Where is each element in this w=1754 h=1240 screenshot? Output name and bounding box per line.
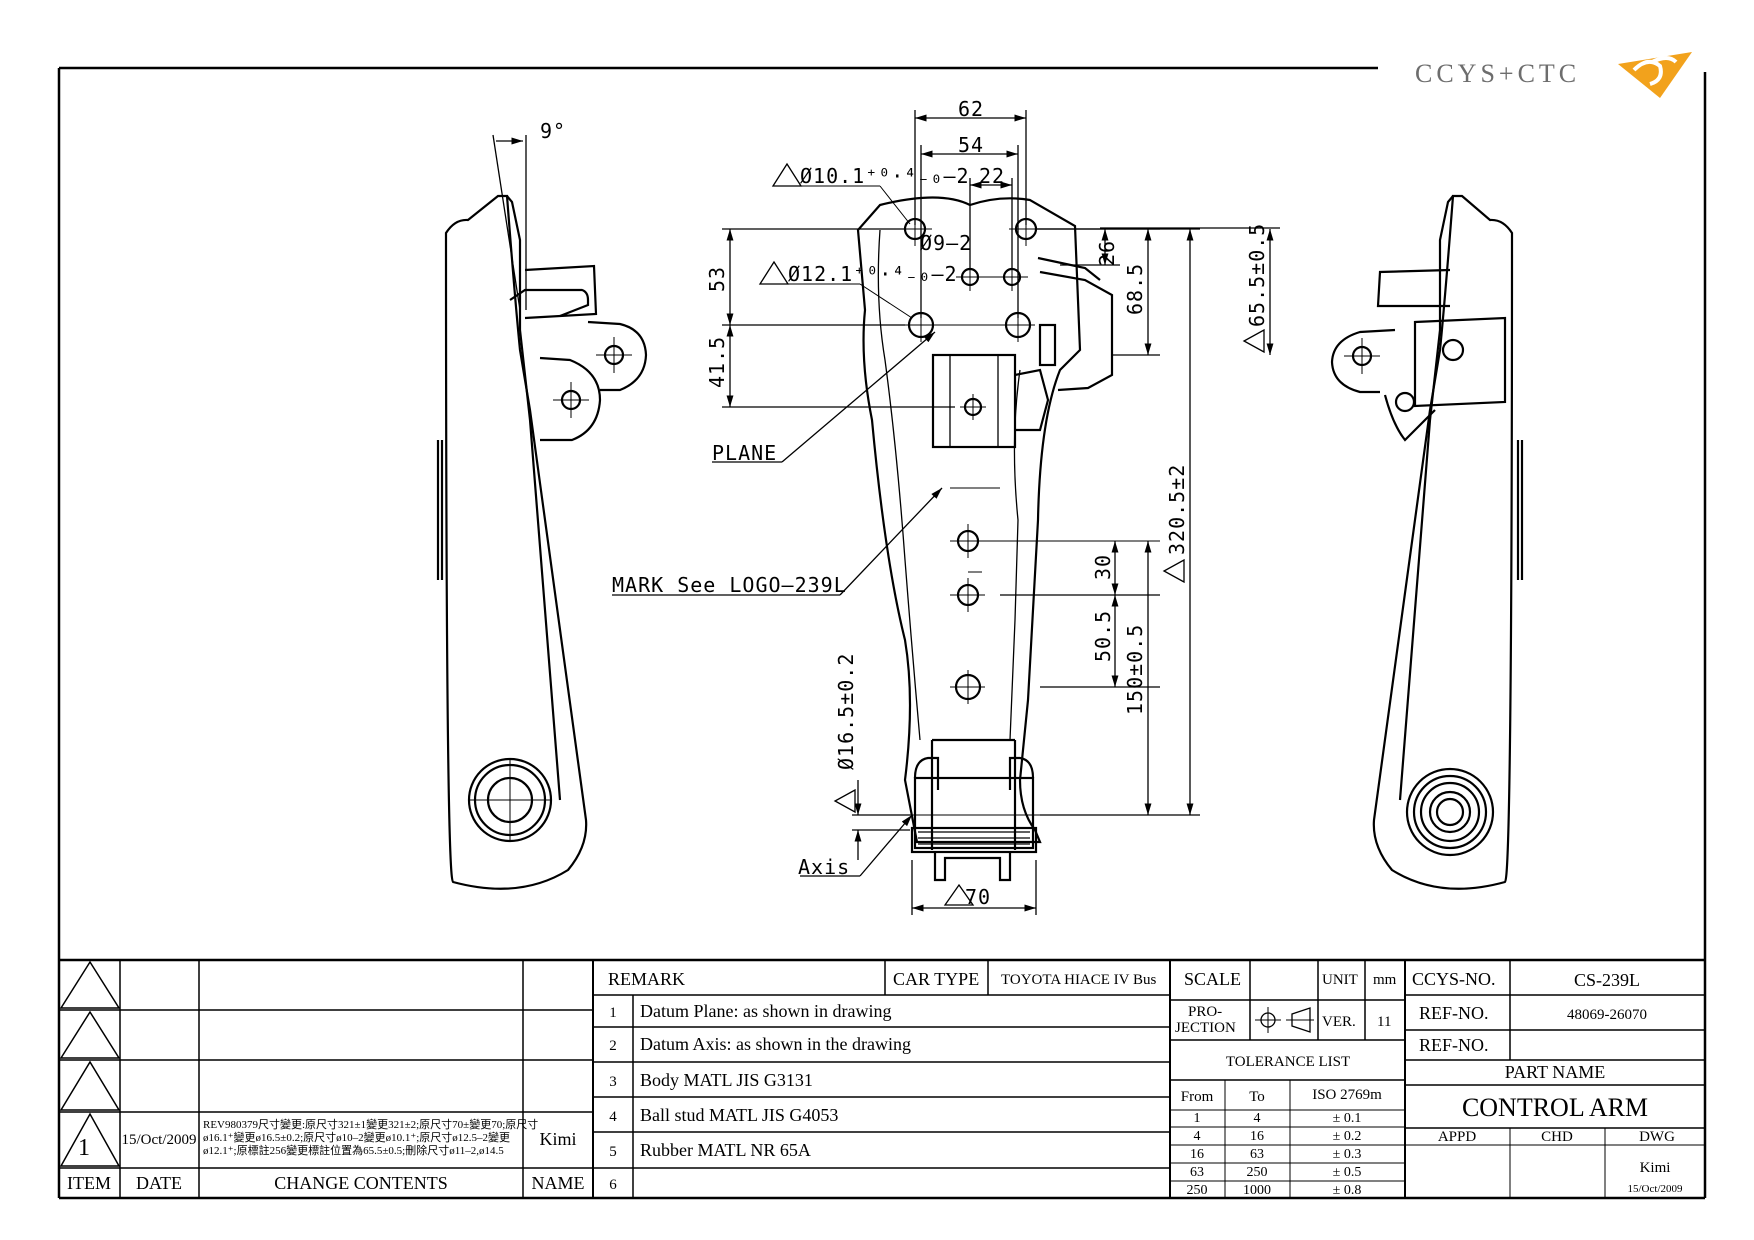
dwg-date: 15/Oct/2009 <box>1628 1183 1683 1195</box>
tol-from-5: 250 <box>1187 1183 1208 1198</box>
tol-from-1: 1 <box>1194 1111 1201 1126</box>
tol-to-5: 1000 <box>1243 1183 1271 1198</box>
projection-symbol-icon <box>1255 1007 1314 1033</box>
tol-val-5: ± 0.8 <box>1333 1183 1362 1198</box>
car-type-value: TOYOTA HIACE IV Bus <box>1001 972 1156 988</box>
dim-50-5: 50.5 <box>1091 610 1115 662</box>
tol-header-from: From <box>1181 1089 1214 1105</box>
dim-150: 150±0.5 <box>1123 624 1147 715</box>
tolerance-table: From To ISO 2769m 1 4 ± 0.1 4 16 ± 0.2 1… <box>1181 1087 1382 1198</box>
dim-30: 30 <box>1091 554 1115 580</box>
remark-text-3: Body MATL JIS G3131 <box>640 1070 813 1090</box>
ccys-no-label: CCYS-NO. <box>1412 969 1496 989</box>
company-logo: CCYS+CTC <box>1415 52 1692 98</box>
remark-text-2: Datum Axis: as shown in the drawing <box>640 1034 911 1054</box>
part-name-value: CONTROL ARM <box>1462 1093 1648 1122</box>
dim-53: 53 <box>705 266 729 292</box>
dim-62: 62 <box>958 97 984 121</box>
label-axis: Axis <box>798 855 850 879</box>
dim-320-5: 320.5±2 <box>1165 464 1189 555</box>
appd-label: APPD <box>1438 1129 1477 1145</box>
remark-list: 1 Datum Plane: as shown in drawing 2 Dat… <box>609 1001 911 1193</box>
header-contents: CHANGE CONTENTS <box>274 1173 448 1193</box>
tol-header-to: To <box>1249 1089 1265 1105</box>
projection-label-1: PRO- <box>1188 1004 1222 1020</box>
dim-22: 22 <box>979 164 1005 188</box>
tol-val-3: ± 0.3 <box>1333 1147 1362 1162</box>
car-type-label: CAR TYPE <box>893 969 979 989</box>
remark-text-5: Rubber MATL NR 65A <box>640 1140 811 1160</box>
angle-9-label: 9° <box>540 119 566 143</box>
remark-num-6: 6 <box>609 1177 617 1193</box>
tol-val-2: ± 0.2 <box>1333 1129 1362 1144</box>
header-item: ITEM <box>67 1173 111 1193</box>
ref-no-label: REF-NO. <box>1419 1003 1489 1023</box>
dwg-label: DWG <box>1639 1129 1675 1145</box>
header-name: NAME <box>532 1173 585 1193</box>
rev-contents-line-1: REV980379尺寸變更:原尺寸321±1變更321±2;原尺寸70±變更70… <box>203 1117 538 1131</box>
logo-text: CCYS+CTC <box>1415 59 1580 88</box>
dim-54: 54 <box>958 133 984 157</box>
dim-65-5: 65.5±0.5 <box>1245 223 1269 327</box>
ccys-no-value: CS-239L <box>1574 970 1640 990</box>
remark-text-4: Ball stud MATL JIS G4053 <box>640 1105 838 1125</box>
rev-name: Kimi <box>539 1129 576 1149</box>
title-block-grid <box>58 958 1705 1198</box>
callout-hole-12: Ø12.1⁺⁰·⁴₋₀–2 <box>788 262 958 286</box>
unit-value: mm <box>1373 972 1397 988</box>
part-name-label: PART NAME <box>1505 1062 1605 1082</box>
remark-num-1: 1 <box>609 1005 617 1021</box>
ver-value: 11 <box>1377 1014 1391 1030</box>
dim-68-5: 68.5 <box>1123 263 1147 315</box>
remark-text-1: Datum Plane: as shown in drawing <box>640 1001 891 1021</box>
rev-item: 1 <box>78 1135 90 1161</box>
chd-label: CHD <box>1541 1129 1573 1145</box>
header-date: DATE <box>136 1173 182 1193</box>
left-side-view: 9° <box>436 119 648 890</box>
remark-num-5: 5 <box>609 1144 617 1160</box>
ref-no2-label: REF-NO. <box>1419 1035 1489 1055</box>
logo-mark-icon <box>1618 52 1692 98</box>
ver-label: VER. <box>1322 1014 1356 1030</box>
dwg-name: Kimi <box>1640 1160 1671 1176</box>
tol-to-4: 250 <box>1247 1165 1268 1180</box>
tolerance-title: TOLERANCE LIST <box>1226 1054 1350 1070</box>
tol-val-1: ± 0.1 <box>1333 1111 1362 1126</box>
rev-contents-line-3: ø12.1⁺;原標註256變更標註位置為65.5±0.5;刪除尺寸ø11–2,ø… <box>203 1143 504 1157</box>
label-plane: PLANE <box>712 441 777 465</box>
ref-no-value: 48069-26070 <box>1567 1007 1647 1023</box>
scale-label: SCALE <box>1184 969 1241 989</box>
remark-num-3: 3 <box>609 1074 617 1090</box>
right-side-view <box>1330 194 1524 890</box>
dim-41-5: 41.5 <box>705 336 729 388</box>
dim-70: 70 <box>965 885 991 909</box>
tol-to-3: 63 <box>1250 1147 1264 1162</box>
tol-to-2: 16 <box>1250 1129 1264 1144</box>
remark-num-2: 2 <box>609 1038 617 1054</box>
tol-from-3: 16 <box>1190 1147 1204 1162</box>
tol-val-4: ± 0.5 <box>1333 1165 1362 1180</box>
dim-16-5: Ø16.5±0.2 <box>834 653 858 770</box>
callout-hole-10: Ø10.1⁺⁰·⁴₋₀–2 <box>800 164 970 188</box>
tol-header-iso: ISO 2769m <box>1312 1087 1382 1103</box>
front-view: 62 54 22 Ø10.1⁺⁰·⁴₋₀–2 Ø9–2 Ø12.1⁺⁰·⁴₋₀–… <box>612 97 1280 915</box>
tol-to-1: 4 <box>1254 1111 1261 1126</box>
callout-hole-9: Ø9–2 <box>920 231 972 255</box>
label-mark: MARK See LOGO–239L <box>612 573 847 597</box>
remark-num-4: 4 <box>609 1109 617 1125</box>
tol-from-4: 63 <box>1190 1165 1204 1180</box>
remark-header: REMARK <box>608 969 685 989</box>
rev-contents-line-2: ø16.1⁺變更ø16.5±0.2;原尺寸ø10–2變更ø10.1⁺;原尺寸ø1… <box>203 1130 510 1144</box>
unit-label: UNIT <box>1322 972 1358 988</box>
sheet-border <box>57 66 1707 1200</box>
tol-from-2: 4 <box>1194 1129 1201 1144</box>
rev-date: 15/Oct/2009 <box>122 1132 197 1148</box>
projection-label-2: JECTION <box>1175 1020 1236 1036</box>
dim-26: 26 <box>1095 240 1119 266</box>
